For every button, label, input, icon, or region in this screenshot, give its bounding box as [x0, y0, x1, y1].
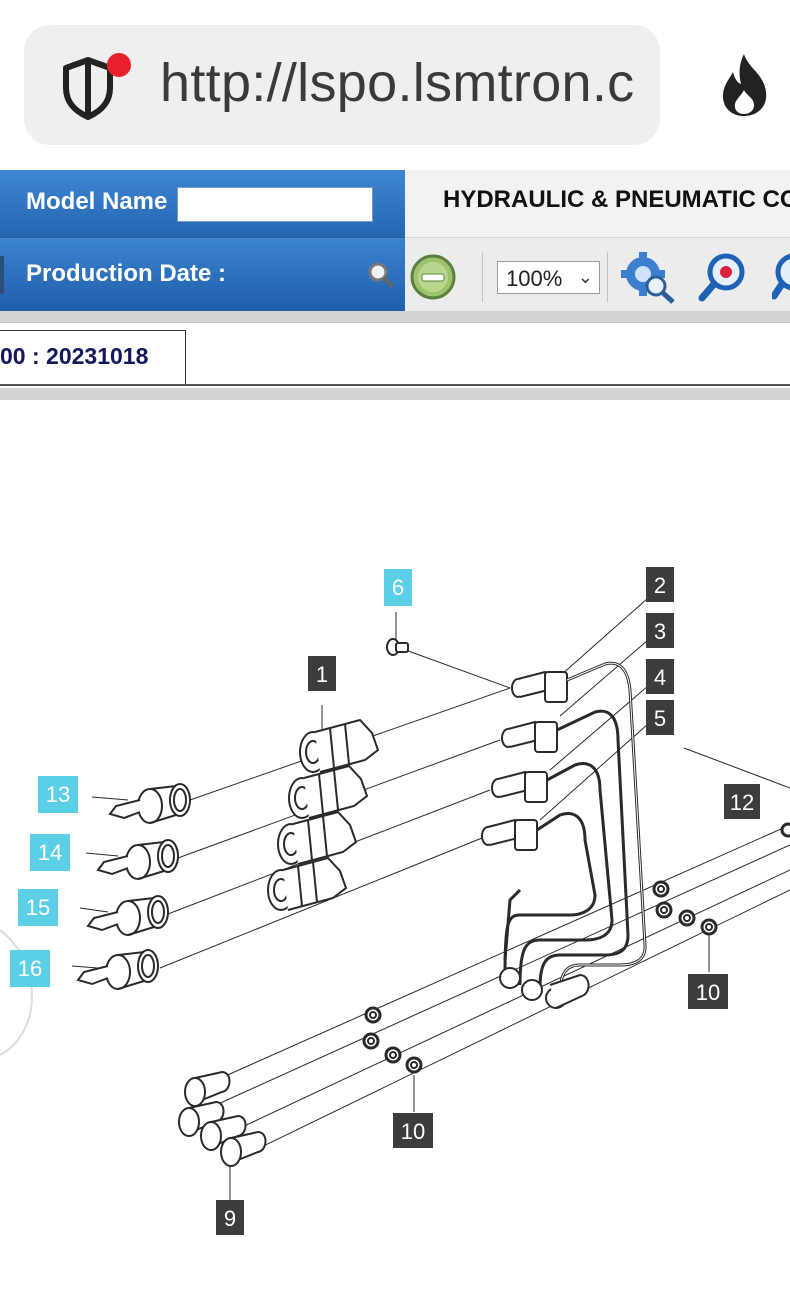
tab-revision-label: 00 : 20231018: [0, 343, 149, 369]
chevron-down-icon: ⌄: [577, 267, 593, 287]
shield-alert-icon[interactable]: [55, 52, 135, 122]
part-label-1[interactable]: 1: [316, 662, 328, 687]
part-label-12[interactable]: 12: [730, 790, 754, 815]
toolbar-divider: [0, 311, 790, 323]
page-title: HYDRAULIC & PNEUMATIC CO: [443, 186, 790, 213]
part-label-14[interactable]: 14: [38, 840, 62, 865]
zoom-partial-icon[interactable]: [772, 252, 790, 302]
part-label-3[interactable]: 3: [654, 619, 666, 644]
zoom-value: 100%: [506, 266, 563, 291]
parts-diagram: 1 2 3 4 5 12 10 10 9 6 13 14 15 16: [0, 567, 790, 1235]
fire-icon[interactable]: [714, 50, 776, 120]
part-label-2[interactable]: 2: [654, 573, 666, 598]
toolbar-separator: [482, 252, 483, 302]
production-date-label: Production Date :: [26, 260, 227, 287]
bar-edge: [0, 256, 4, 294]
part-label-5[interactable]: 5: [654, 706, 666, 731]
url-text[interactable]: http://lspo.lsmtron.c: [160, 53, 635, 113]
part-label-6[interactable]: 6: [392, 575, 404, 600]
part-label-10-right[interactable]: 10: [696, 980, 720, 1005]
tab-underline: [0, 384, 790, 386]
model-name-label: Model Name: [26, 188, 168, 215]
production-date-bar: [0, 238, 405, 311]
content-divider: [0, 388, 790, 400]
tab-revision[interactable]: [0, 330, 186, 384]
zoom-out-icon[interactable]: [409, 253, 457, 301]
toolbar-separator: [607, 252, 608, 302]
part-label-10-center[interactable]: 10: [401, 1119, 425, 1144]
model-name-input[interactable]: [177, 187, 373, 222]
part-label-16[interactable]: 16: [18, 956, 42, 981]
zoom-in-icon[interactable]: [698, 252, 748, 302]
zoom-select[interactable]: 100% ⌄: [497, 261, 600, 294]
part-label-13[interactable]: 13: [46, 782, 70, 807]
search-small-icon[interactable]: [366, 260, 396, 290]
title-bar: [405, 170, 790, 238]
settings-search-icon[interactable]: [619, 250, 677, 304]
part-label-15[interactable]: 15: [26, 895, 50, 920]
part-label-9[interactable]: 9: [224, 1206, 236, 1231]
part-label-4[interactable]: 4: [654, 665, 666, 690]
address-bar[interactable]: [24, 25, 660, 145]
